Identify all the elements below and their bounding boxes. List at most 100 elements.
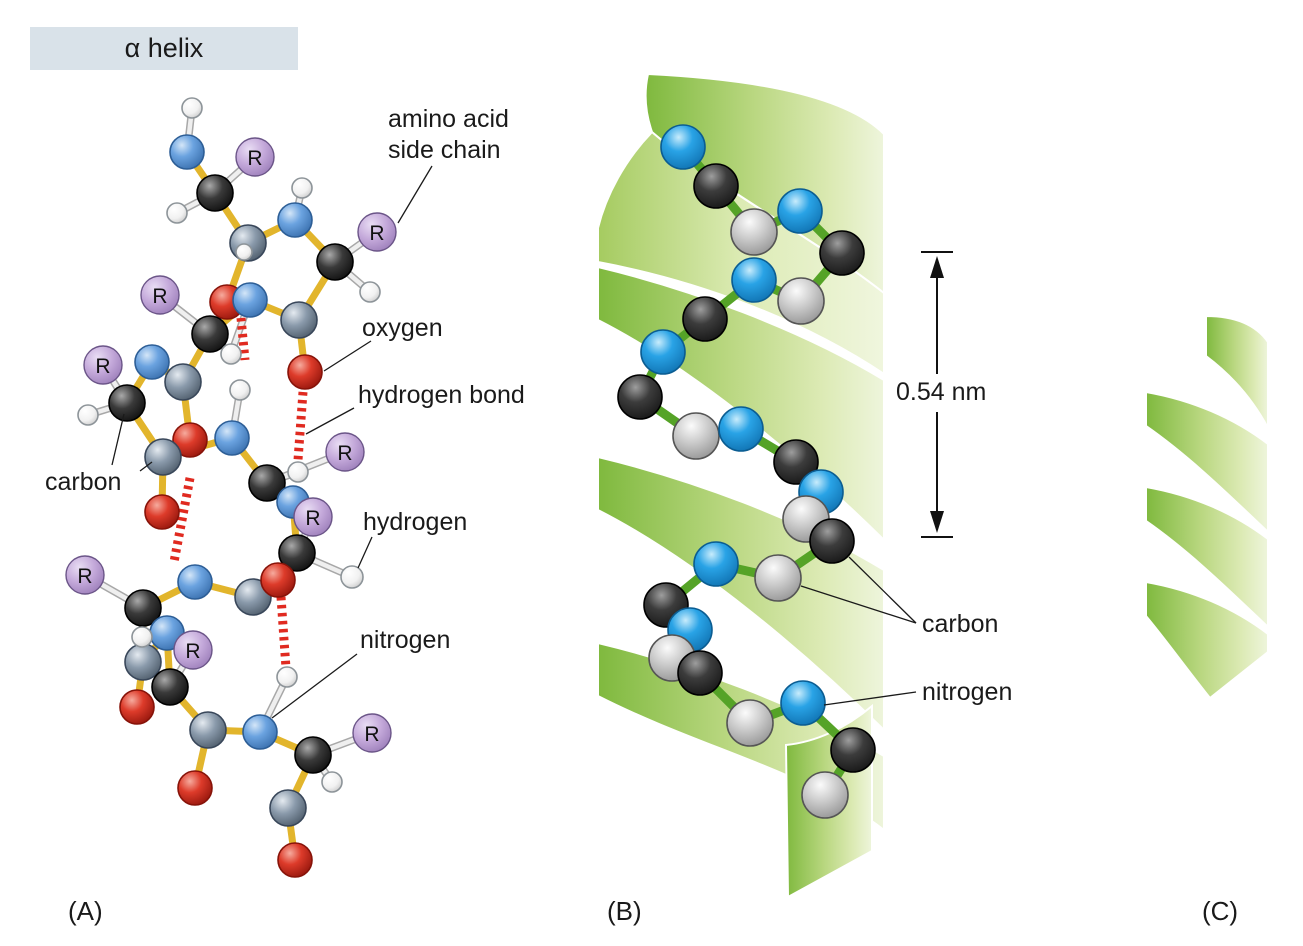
nitrogen-atom [177,564,213,600]
side-chain-r: R [325,432,365,472]
side-chain-r: R [65,555,105,595]
hydrogen-atom [359,281,381,303]
carbon-atom [682,296,728,342]
pitch-measurement: 0.54 nm [896,251,986,538]
hydrogen-atom [340,565,364,589]
carbon-atom [234,578,272,616]
figure-header: α helix [30,27,298,70]
nitrogen-atom [731,257,777,303]
pitch-value: 0.54 nm [896,378,986,406]
svg-text:R: R [337,442,352,465]
label-amino-acid-side-chain-2: side chain [388,136,501,164]
side-chain-r: R [173,630,213,670]
carbon-atom [777,277,825,325]
nitrogen-atom [660,124,706,170]
panel-letter-b: (B) [607,896,642,926]
svg-text:R: R [247,147,262,170]
panel-a-molecule: R R R R R R R R R amino acid side chain … [45,97,525,878]
hydrogen-atom [166,202,188,224]
carbon-atom [191,315,229,353]
carbon-atom [248,464,286,502]
carbon-atom [269,789,307,827]
carbon-atom [151,668,189,706]
side-chain-r: R [352,713,392,753]
label-hydrogen-bond: hydrogen bond [358,381,525,409]
svg-text:R: R [305,507,320,530]
figure-title: α helix [125,33,204,63]
hydrogen-atom [321,771,343,793]
label-nitrogen-b: nitrogen [922,678,1012,706]
carbon-atom [672,412,720,460]
carbon-atom [754,554,802,602]
svg-text:R: R [77,565,92,588]
nitrogen-atom [169,134,205,170]
side-chain-groups: R R R R R R R R R [65,137,397,753]
nitrogen-atom [640,329,686,375]
hydrogen-atom [235,243,253,261]
carbon-atom [144,438,182,476]
carbon-atom [124,643,162,681]
hydrogen-atom [229,379,251,401]
label-amino-acid-side-chain: amino acid [388,105,509,133]
atoms [77,97,381,878]
carbon-atom [196,174,234,212]
oxygen-atom [144,494,180,530]
nitrogen-atom [777,188,823,234]
header-box [30,27,298,70]
carbon-atom [819,230,865,276]
carbon-atom [730,208,778,256]
oxygen-atom [260,562,296,598]
carbon-atom [124,589,162,627]
hydrogen-atom [181,97,203,119]
carbon-atom [773,439,819,485]
oxygen-atom [287,354,323,390]
carbon-atom [726,699,774,747]
oxygen-atom [119,689,155,725]
hydrogen-atom [77,404,99,426]
svg-text:R: R [185,640,200,663]
nitrogen-atom [277,202,313,238]
side-chain-r: R [83,345,123,385]
nitrogen-atom [214,420,250,456]
panel-b-labels: carbon nitrogen [800,556,1012,706]
panel-c-ribbon [1145,314,1269,700]
carbon-atom [693,163,739,209]
side-chain-r: R [293,497,333,537]
carbon-atom [294,736,332,774]
carbon-atom [164,363,202,401]
label-nitrogen: nitrogen [360,626,450,654]
carbon-atom [108,384,146,422]
hydrogen-atom [276,666,298,688]
backbone-atoms [617,124,876,819]
nitrogen-atom [242,714,278,750]
nitrogen-atom [718,406,764,452]
hydrogen-bond-dashes [169,317,308,669]
carbon-atom [280,301,318,339]
svg-text:R: R [369,222,384,245]
nitrogen-atom [134,344,170,380]
panel-a-labels: amino acid side chain oxygen hydrogen bo… [45,105,525,719]
carbon-atom [278,534,316,572]
carbon-atom [316,243,354,281]
oxygen-atom [177,770,213,806]
hydrogen-atom [291,177,313,199]
label-carbon: carbon [45,468,121,496]
svg-text:R: R [364,723,379,746]
hydrogen-atom [220,343,242,365]
nitrogen-atom [780,680,826,726]
svg-text:R: R [152,285,167,308]
label-hydrogen: hydrogen [363,508,467,536]
carbon-atom [830,727,876,773]
carbon-atom [809,518,855,564]
side-chain-r: R [357,212,397,252]
label-carbon-b: carbon [922,610,998,638]
nitrogen-atom [693,541,739,587]
oxygen-atom [172,422,208,458]
carbon-atom [617,374,663,420]
hydrogen-atom [287,461,309,483]
carbon-atom [677,650,723,696]
carbon-atom [801,771,849,819]
nitrogen-atom [232,282,268,318]
panel-letters: (A) (B) (C) [68,896,1238,926]
